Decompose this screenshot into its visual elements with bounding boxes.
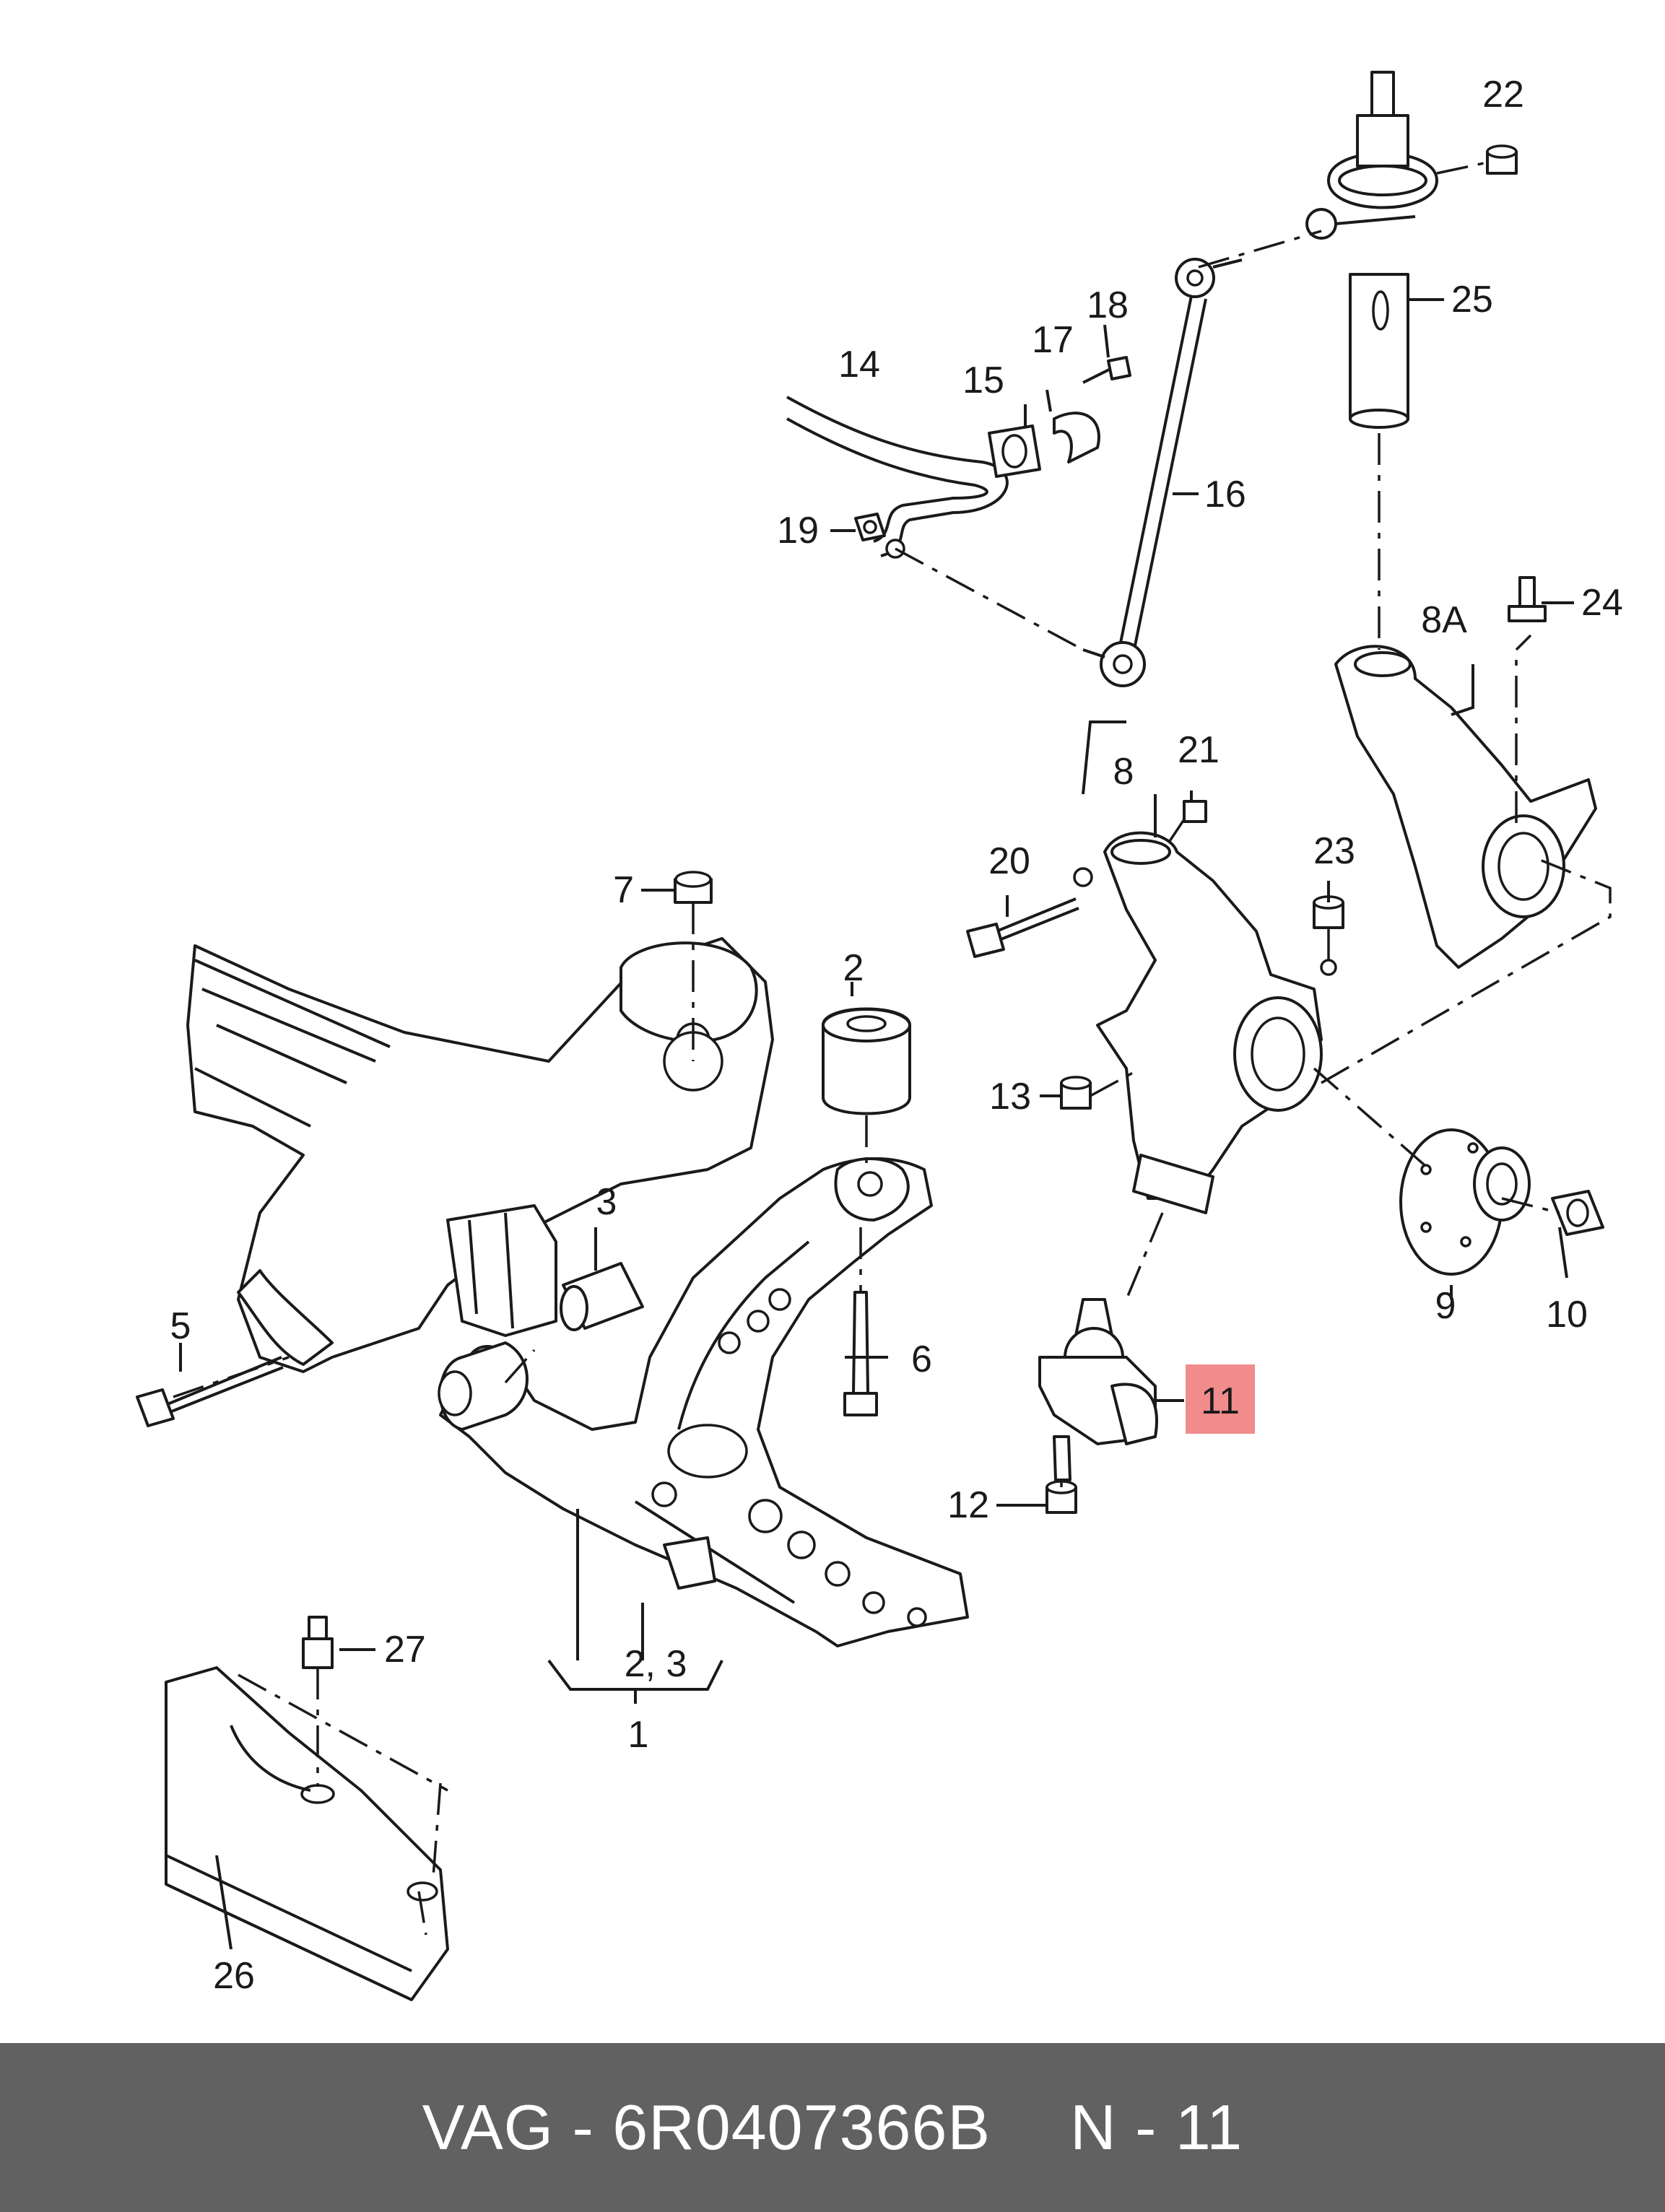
nut-part-13 (1060, 1076, 1092, 1110)
label-20: 20 (988, 840, 1030, 882)
label-8a: 8A (1421, 599, 1467, 641)
label-27: 27 (384, 1629, 426, 1671)
label-19: 19 (777, 510, 819, 552)
label-6: 6 (911, 1338, 932, 1380)
label-14: 14 (838, 344, 880, 386)
hub-nut-part-10 (1551, 1190, 1604, 1236)
footer-bar: VAG - 6R0407366B N - 11 (0, 2043, 1665, 2212)
part-labels: 22 25 18 17 14 15 16 19 24 8A 21 8 23 20… (170, 74, 1623, 1997)
wheel-bearing-housing-8 (1073, 831, 1337, 1214)
label-22: 22 (1482, 74, 1524, 116)
bolt-part-6 (843, 1291, 878, 1416)
label-11: 11 (1201, 1380, 1240, 1422)
coupling-rod-part-16 (1082, 258, 1243, 687)
ball-joint-part-11 (1038, 1298, 1158, 1481)
label-5: 5 (170, 1305, 191, 1347)
parts-diagram: 22 25 18 17 14 15 16 19 24 8A 21 8 23 20… (136, 71, 1623, 2001)
label-24: 24 (1581, 582, 1623, 624)
label-17: 17 (1032, 319, 1074, 361)
leader-lines (179, 298, 1574, 1950)
nut-part-7 (674, 871, 713, 904)
control-arm (438, 1157, 969, 1647)
strut-part-25 (1305, 71, 1438, 429)
clamp-part-17 (1053, 412, 1100, 463)
label-9: 9 (1435, 1285, 1456, 1327)
label-12: 12 (947, 1484, 989, 1526)
clip-part-27 (302, 1616, 334, 1669)
nut-part-21 (1183, 800, 1207, 823)
bushing-part-2 (822, 1007, 911, 1115)
highlight-box (1186, 1364, 1255, 1434)
bolt-part-20 (966, 897, 1079, 958)
label-16: 16 (1204, 474, 1246, 515)
label-13: 13 (989, 1076, 1031, 1118)
label-7: 7 (613, 869, 634, 911)
underbody-panel-part-26 (165, 1666, 449, 2001)
nut-part-22 (1486, 144, 1518, 175)
wheel-hub-part-9 (1399, 1128, 1531, 1276)
label-25: 25 (1451, 279, 1493, 321)
bolt-part-24 (1508, 576, 1547, 622)
label-2-3: 2, 3 (625, 1643, 687, 1685)
label-18: 18 (1087, 284, 1129, 326)
label-1: 1 (628, 1714, 649, 1756)
diagram-ref-text: N - 11 (1070, 2091, 1243, 2163)
bushing-part-15 (988, 424, 1041, 478)
label-21: 21 (1178, 729, 1220, 771)
label-26: 26 (213, 1955, 255, 1997)
label-3: 3 (596, 1181, 617, 1223)
label-8: 8 (1113, 751, 1134, 793)
sleeve-part-3 (560, 1262, 644, 1331)
bolt-part-5 (136, 1356, 284, 1427)
label-10: 10 (1546, 1294, 1588, 1336)
label-15: 15 (962, 360, 1004, 401)
subframe (186, 937, 774, 1373)
wheel-bearing-housing-8a (1334, 645, 1597, 969)
assembly-dash-lines (173, 161, 1612, 1936)
bolt-part-18 (1082, 356, 1131, 384)
part-number-text: VAG - 6R0407366B (422, 2091, 991, 2163)
stabilizer-bar (786, 396, 1009, 559)
label-2: 2 (843, 947, 864, 989)
label-23: 23 (1313, 830, 1355, 872)
nut-part-19 (854, 513, 886, 541)
